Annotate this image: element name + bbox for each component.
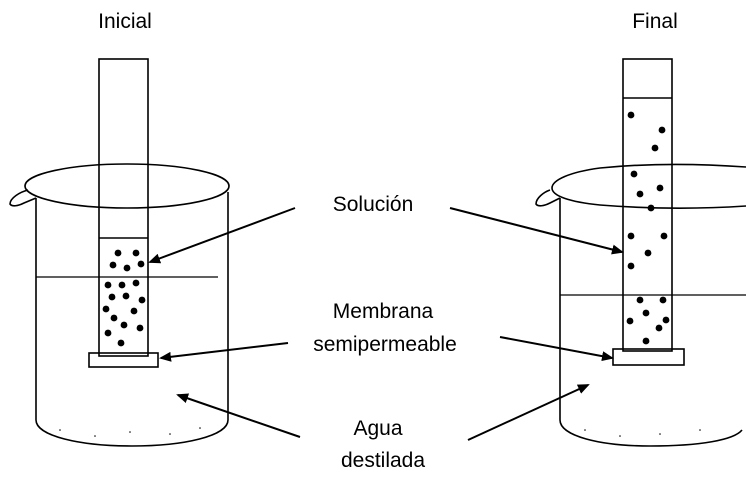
title-initial: Inicial (98, 10, 152, 33)
arrows (148, 207, 624, 441)
label-membrane-line2: semipermeable (313, 333, 457, 356)
beaker-final-speckles (584, 429, 701, 437)
arrow-solution-initial (148, 207, 296, 264)
label-water-line1: Agua (353, 417, 402, 440)
beaker-final (535, 163, 746, 447)
label-water-line2: destilada (341, 449, 425, 472)
beaker-initial-speckles (59, 427, 201, 437)
beaker-initial-rim (24, 163, 230, 209)
tube-final (612, 58, 685, 366)
beaker-initial (9, 163, 230, 447)
tube-initial (88, 58, 159, 368)
solute-particles-initial (102, 249, 146, 347)
beaker-final-body (559, 198, 743, 447)
arrow-water-initial (176, 393, 301, 438)
arrow-water-final (467, 384, 590, 441)
membrane-initial (88, 352, 159, 368)
tube-final-body (622, 58, 673, 352)
label-solution: Solución (333, 193, 414, 216)
beaker-initial-spout (9, 189, 37, 207)
beaker-initial-body (35, 192, 229, 447)
arrow-membrane-initial (159, 342, 289, 362)
label-membrane-line1: Membrana (333, 300, 434, 323)
beaker-final-spout (535, 189, 561, 207)
tube-initial-body (98, 58, 149, 357)
beaker-final-rim (551, 163, 746, 209)
title-final: Final (632, 10, 678, 33)
arrow-membrane-final (499, 336, 614, 362)
solute-particles-final (626, 111, 670, 345)
arrow-solution-final (449, 207, 624, 255)
